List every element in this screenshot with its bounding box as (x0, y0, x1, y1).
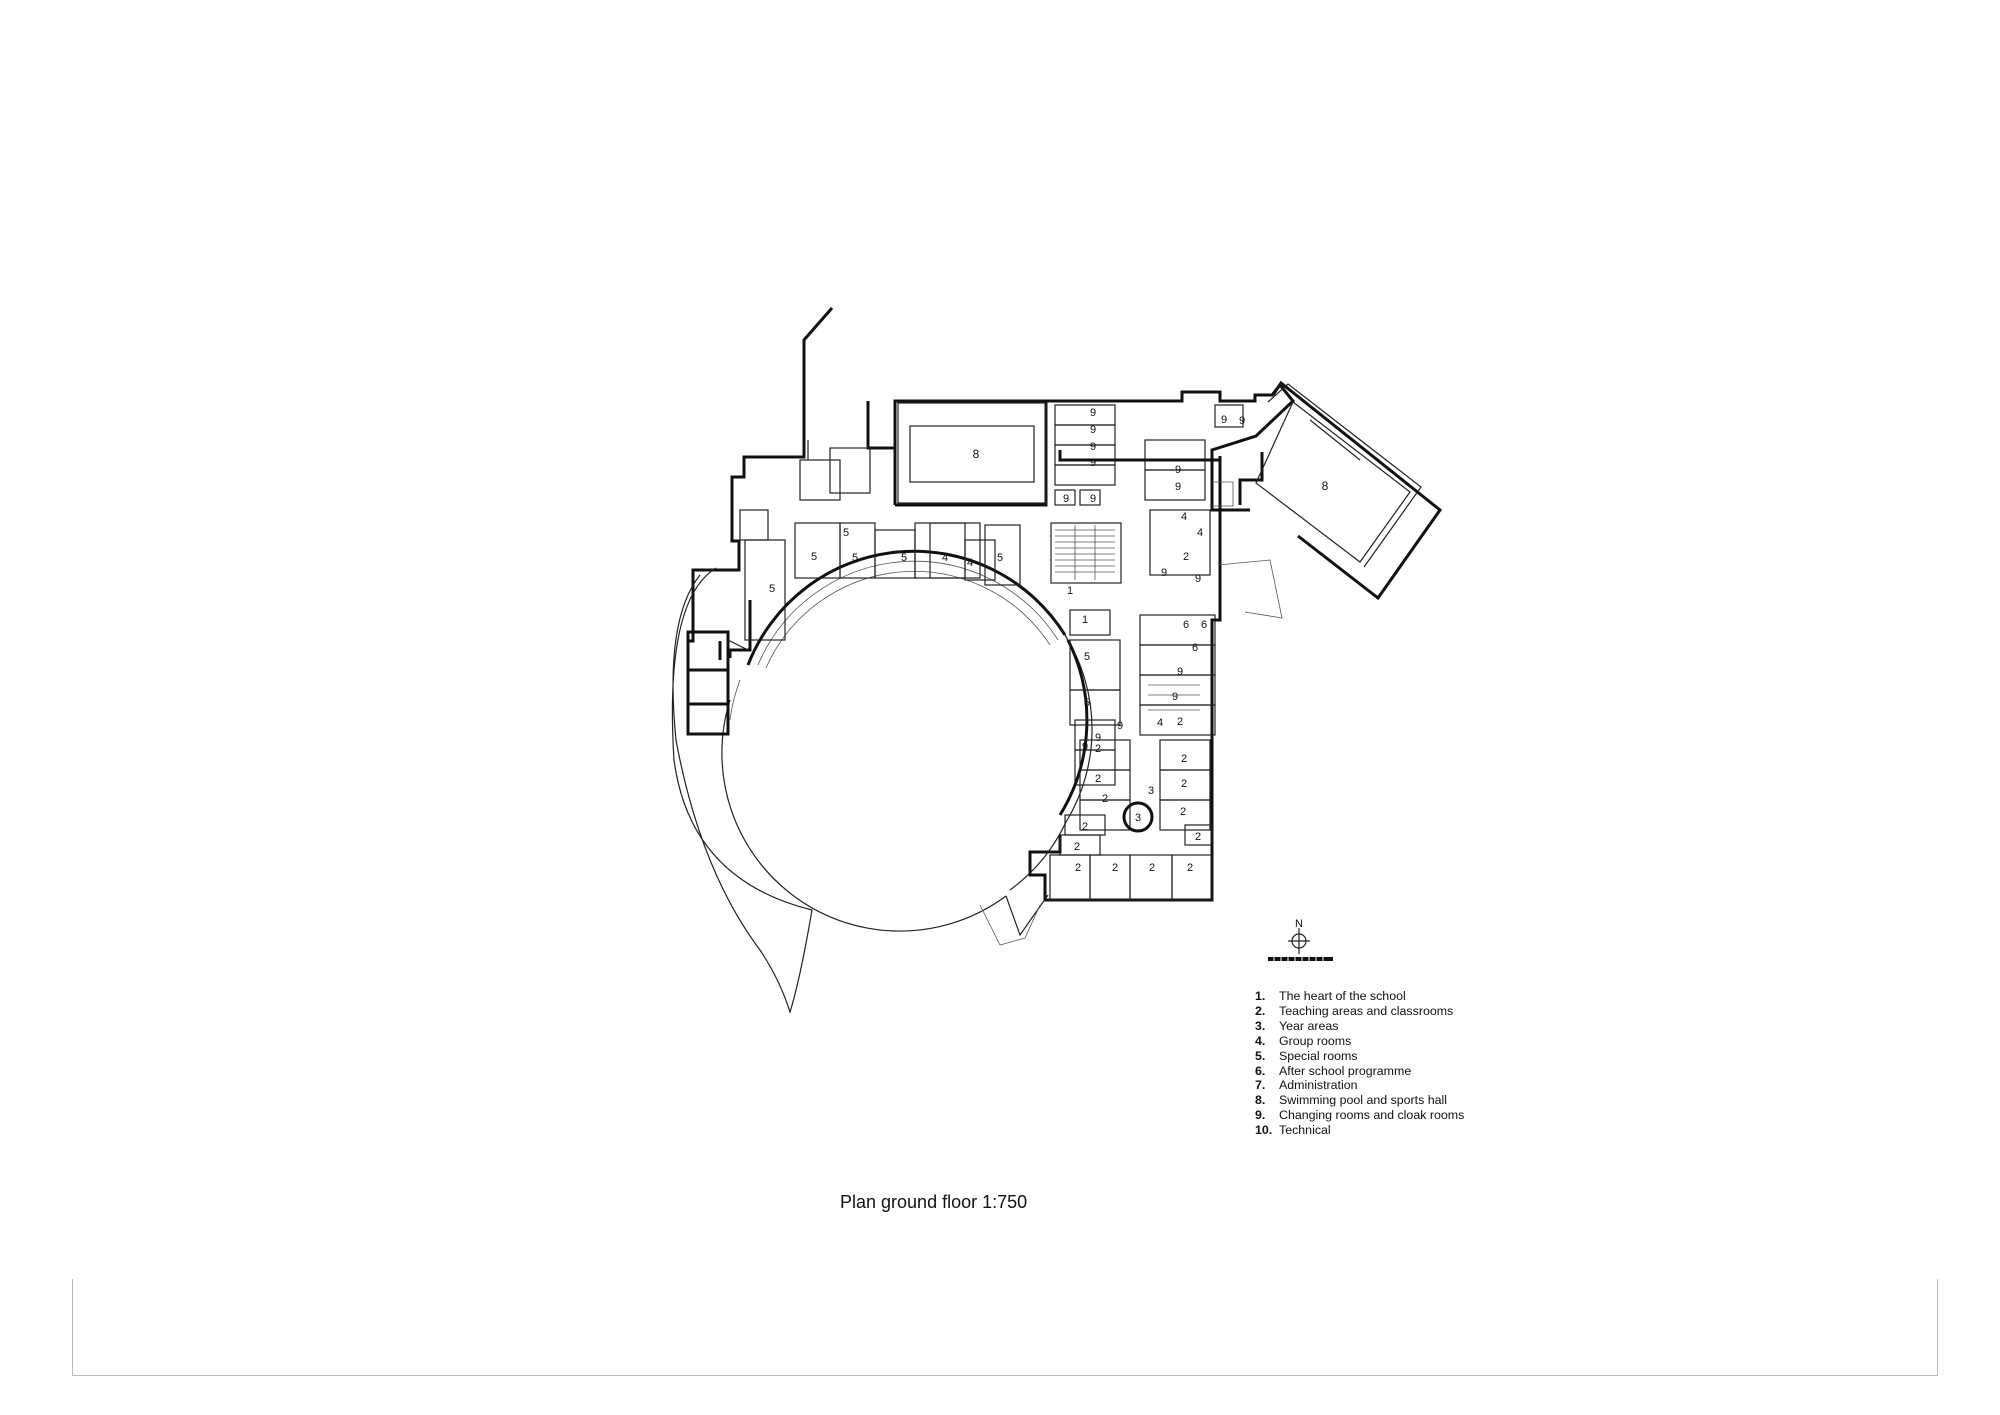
room-label-teaching-b2: 2 (1112, 862, 1118, 874)
room-label-changing-8: 9 (1175, 481, 1181, 493)
room-label-changing-east-4: 9 (1172, 691, 1178, 703)
room-label-changing-5: 9 (1063, 493, 1069, 505)
room-label-group-east: 4 (1181, 511, 1187, 523)
west-block-rooms: 5 (686, 440, 871, 736)
ring-top-rooms: 5 5 5 5 4 4 5 (794, 522, 1021, 586)
room-label-pool: 8 (973, 447, 980, 461)
room-label-changing-9: 9 (1221, 414, 1227, 426)
room-label-group-s: 4 (1157, 717, 1163, 729)
room-label-teaching-s4: 2 (1181, 778, 1187, 790)
room-label-teaching-s2: 2 (1095, 773, 1101, 785)
room-label-special-2: 5 (843, 527, 849, 539)
legend-item-5: 5.Special rooms (1255, 1048, 1358, 1063)
room-label-teaching-s7: 2 (1180, 806, 1186, 818)
room-label-teaching-s10: 2 (1195, 831, 1201, 843)
west-landscape-outline (671, 567, 813, 1015)
legend-item-7: 7.Administration (1255, 1078, 1358, 1093)
legend-item-4: 4.Group rooms (1255, 1033, 1352, 1048)
legend-item-3: 3.Year areas (1255, 1018, 1339, 1033)
room-label-special-3: 5 (852, 552, 858, 564)
legend-item-8: 8.Swimming pool and sports hall (1255, 1093, 1448, 1108)
room-label-changing-3: 9 (1090, 441, 1096, 453)
room-label-teaching-s8: 2 (1082, 821, 1088, 833)
room-label-special-5: 5 (997, 552, 1003, 564)
middle-block-rooms: 1 5 5 9 9 9 (1069, 609, 1123, 786)
scale-bar (1268, 957, 1333, 961)
north-arrow-label: N (1295, 918, 1303, 930)
room-label-special-4: 5 (901, 552, 907, 564)
room-label-changing-mid-1: 9 (1082, 741, 1088, 753)
title-block-frame (72, 1279, 1938, 1376)
room-label-teaching-b3: 2 (1149, 862, 1155, 874)
room-label-year-circle: 3 (1135, 812, 1141, 824)
bottom-row-classrooms: 2 2 2 2 (1049, 854, 1213, 901)
room-label-heart: 1 (1067, 585, 1073, 597)
year-area-circle (1122, 801, 1154, 833)
room-label-teaching-s3: 2 (1181, 753, 1187, 765)
room-label-changing-1: 9 (1090, 407, 1096, 419)
room-label-after-2: 6 (1201, 619, 1207, 631)
room-label-teaching-s5: 2 (1177, 716, 1183, 728)
room-label-changing-east-2: 9 (1195, 573, 1201, 585)
room-label-changing-4: 9 (1090, 457, 1096, 469)
room-label-year: 3 (1148, 785, 1154, 797)
room-label-teaching-s6: 2 (1102, 793, 1108, 805)
room-label-changing-7: 9 (1175, 464, 1181, 476)
legend-item-2: 2.Teaching areas and classrooms (1255, 1003, 1454, 1018)
room-label-teaching-b1: 2 (1075, 862, 1081, 874)
room-label-pool-hall-east: 8 (1322, 479, 1329, 493)
room-label-changing-2: 9 (1090, 424, 1096, 436)
legend: 1.The heart of the school 2.Teaching are… (1255, 989, 1464, 1138)
room-label-group-1: 4 (942, 552, 948, 564)
south-classrooms: 2 2 2 2 4 2 3 2 2 3 2 2 2 (1059, 716, 1213, 856)
room-label-teaching-east: 2 (1183, 551, 1189, 563)
legend-item-9: 9.Changing rooms and cloak rooms (1255, 1108, 1465, 1123)
courtyard-circle (721, 549, 1093, 946)
room-label-teaching-s9: 2 (1074, 841, 1080, 853)
room-label-changing-mid-3: 9 (1117, 720, 1123, 732)
room-label-special-west: 5 (769, 583, 775, 595)
room-label-changing-mid-2: 9 (1095, 732, 1101, 744)
room-label-group-2: 4 (967, 557, 973, 569)
room-label-special-mid-2: 5 (1084, 697, 1090, 709)
legend-item-10: 10.Technical (1255, 1123, 1331, 1138)
room-label-changing-10: 9 (1239, 415, 1245, 427)
room-label-after-3: 6 (1192, 642, 1198, 654)
room-label-teaching-b4: 2 (1187, 862, 1193, 874)
legend-item-1: 1.The heart of the school (1255, 989, 1406, 1003)
legend-item-6: 6.After school programme (1255, 1063, 1412, 1078)
changing-rooms-north: 9 9 9 9 9 9 9 9 9 9 (1054, 404, 1245, 506)
room-label-changing-east: 9 (1161, 567, 1167, 579)
plan-caption: Plan ground floor 1:750 (840, 1192, 1028, 1212)
room-label-special-mid-1: 5 (1084, 651, 1090, 663)
room-label-changing-east-3: 9 (1177, 666, 1183, 678)
room-label-group-east-2: 4 (1197, 527, 1203, 539)
room-label-teaching-s1: 2 (1095, 743, 1101, 755)
east-block-rooms: 4 4 2 9 9 6 6 6 9 9 (1139, 509, 1216, 736)
building-outline (686, 307, 1296, 902)
north-arrow: N (1288, 918, 1310, 954)
central-stair: 1 (1050, 522, 1122, 597)
room-label-special-1: 5 (811, 551, 817, 563)
room-label-changing-6: 9 (1090, 493, 1096, 505)
room-label-heart-2: 1 (1082, 614, 1088, 626)
sports-hall-wing: 8 (1212, 380, 1443, 619)
room-label-after-1: 6 (1183, 619, 1189, 631)
swimming-pool: 8 (897, 402, 1047, 504)
